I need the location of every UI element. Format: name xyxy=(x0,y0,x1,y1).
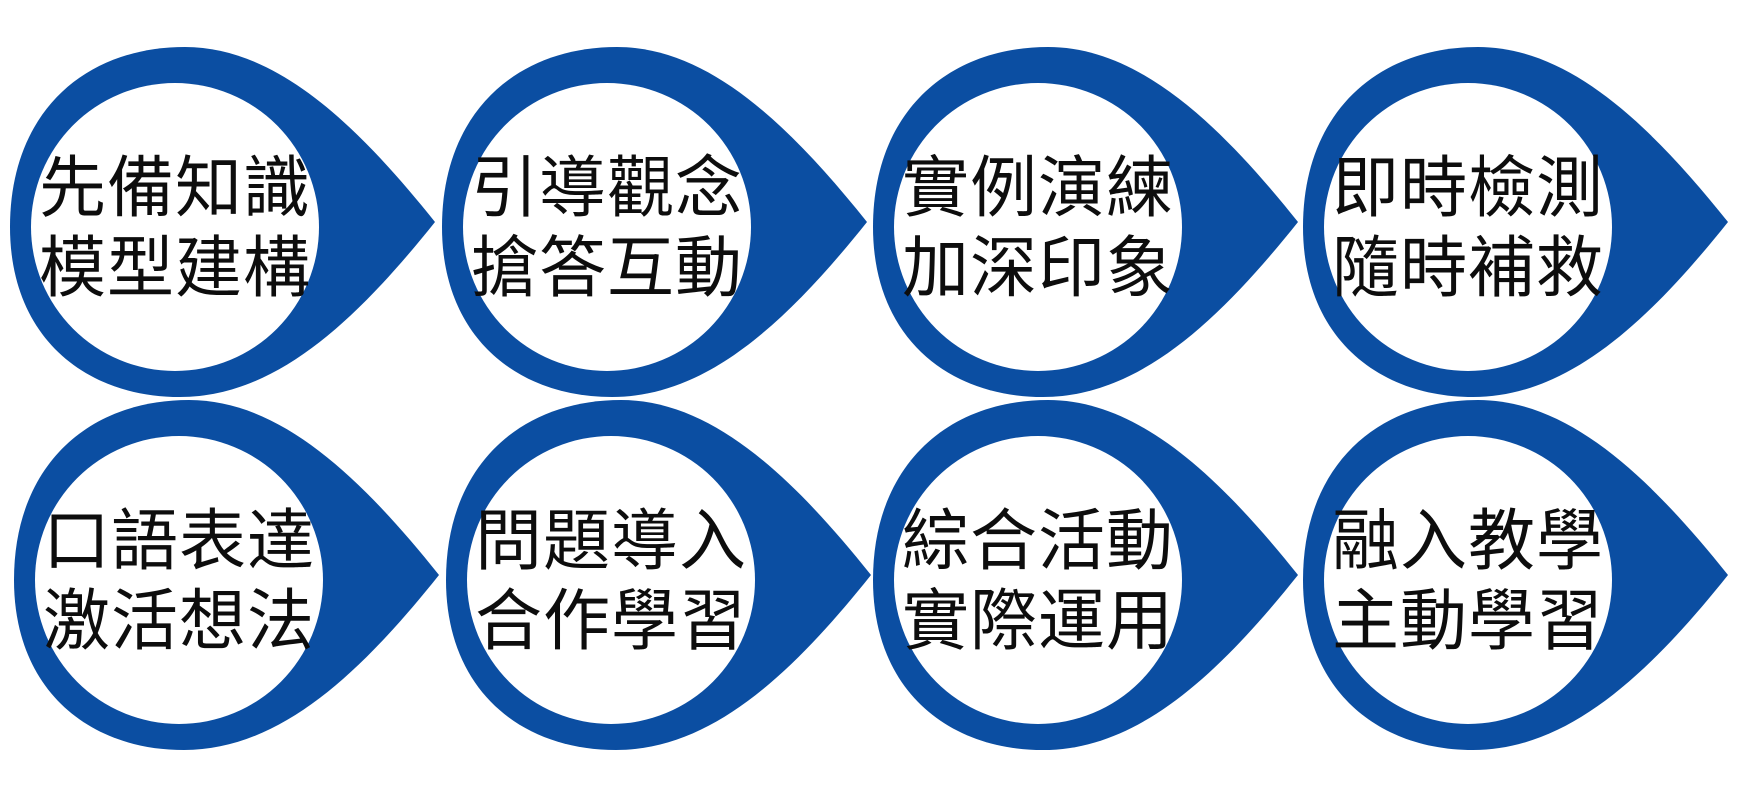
step-label-line1: 問題導入 xyxy=(475,502,747,580)
teardrop-shape xyxy=(446,400,871,750)
teardrop-shape xyxy=(14,400,439,750)
step-label-line1: 即時檢測 xyxy=(1332,149,1604,227)
step-label-line2: 合作學習 xyxy=(475,582,747,660)
step-label: 口語表達 激活想法 xyxy=(43,452,314,710)
step-label: 融入教學 主動學習 xyxy=(1332,452,1603,710)
step-node: 融入教學 主動學習 xyxy=(1303,400,1737,760)
teardrop-shape xyxy=(873,47,1298,397)
step-label-line1: 引導觀念 xyxy=(471,149,743,227)
step-label: 綜合活動 實際運用 xyxy=(902,452,1173,710)
step-label-line2: 隨時補救 xyxy=(1332,229,1604,307)
step-label-line1: 實例演練 xyxy=(902,149,1174,227)
step-label-line1: 先備知識 xyxy=(39,149,311,227)
step-label-line1: 融入教學 xyxy=(1332,502,1604,580)
step-node: 即時檢測 隨時補救 xyxy=(1303,47,1737,407)
step-label: 即時檢測 隨時補救 xyxy=(1332,99,1603,357)
step-label: 問題導入 合作學習 xyxy=(475,452,746,710)
teardrop-shape xyxy=(1303,47,1728,397)
step-label-line2: 加深印象 xyxy=(902,229,1174,307)
step-node: 引導觀念 搶答互動 xyxy=(442,47,882,407)
step-label: 引導觀念 搶答互動 xyxy=(471,99,742,357)
step-label-line1: 綜合活動 xyxy=(902,502,1174,580)
teardrop-shape xyxy=(10,47,435,397)
step-label: 先備知識 模型建構 xyxy=(39,99,310,357)
teardrop-shape xyxy=(442,47,867,397)
step-node: 先備知識 模型建構 xyxy=(10,47,450,407)
teardrop-shape xyxy=(873,400,1298,750)
step-node: 實例演練 加深印象 xyxy=(873,47,1313,407)
step-label-line2: 主動學習 xyxy=(1332,582,1604,660)
step-label: 實例演練 加深印象 xyxy=(902,99,1173,357)
step-node: 綜合活動 實際運用 xyxy=(873,400,1313,760)
step-label-line2: 激活想法 xyxy=(43,582,315,660)
step-label-line1: 口語表達 xyxy=(43,502,315,580)
step-node: 問題導入 合作學習 xyxy=(446,400,886,760)
step-label-line2: 實際運用 xyxy=(902,582,1174,660)
step-node: 口語表達 激活想法 xyxy=(14,400,454,760)
teardrop-shape xyxy=(1303,400,1728,750)
step-label-line2: 搶答互動 xyxy=(471,229,743,307)
step-label-line2: 模型建構 xyxy=(39,229,311,307)
